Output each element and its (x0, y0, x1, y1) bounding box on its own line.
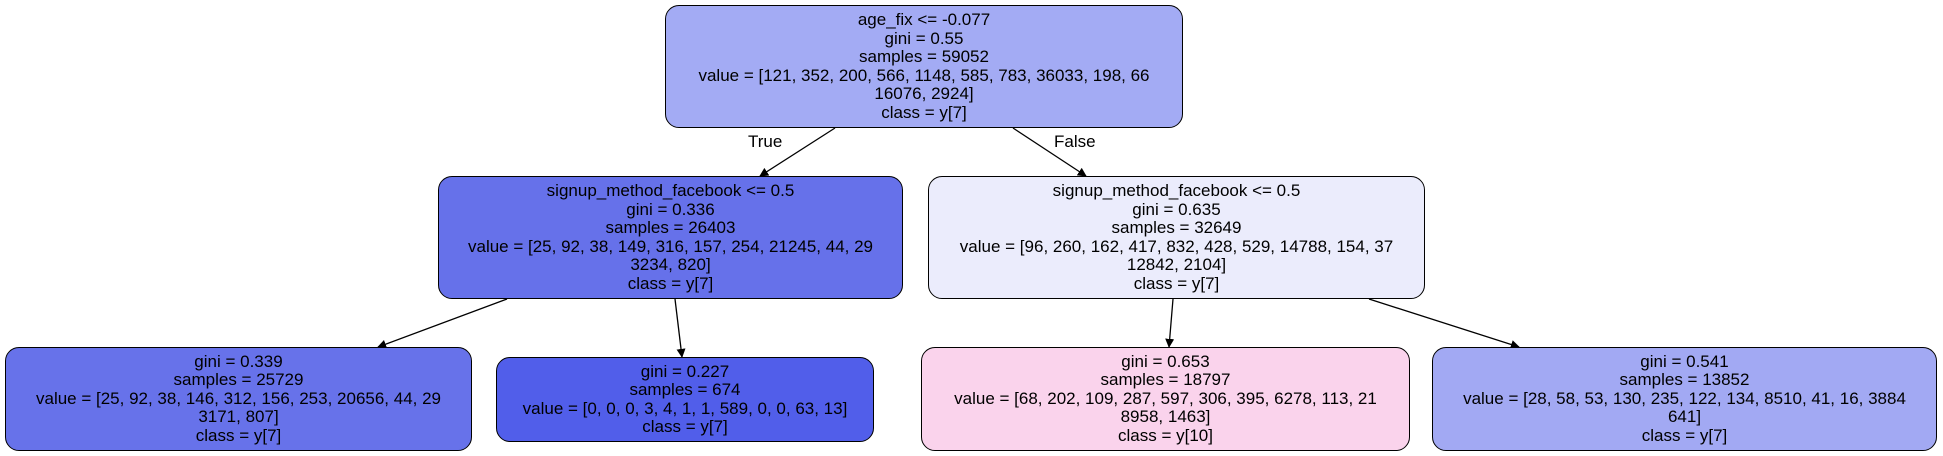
edge-left-to-ll (377, 298, 508, 349)
tree-node-right: signup_method_facebook <= 0.5 gini = 0.6… (928, 176, 1425, 299)
leaf-right-left-samples: samples = 18797 (1100, 370, 1231, 390)
node-right-value: value = [96, 260, 162, 417, 832, 428, 52… (959, 236, 1394, 256)
edge-right-to-rl (1165, 298, 1175, 348)
tree-leaf-right-left: gini = 0.653 samples = 18797 value = [68… (921, 347, 1410, 451)
node-root-value: value = [121, 352, 200, 566, 1148, 585, … (698, 65, 1150, 85)
leaf-left-right-class: class = y[7] (642, 417, 728, 436)
node-root-samples: samples = 59052 (859, 47, 989, 66)
leaf-right-right-class: class = y[7] (1641, 425, 1728, 445)
leaf-right-left-gini: gini = 0.653 (1121, 351, 1210, 371)
node-root-split-rule: age_fix <= -0.077 (857, 10, 991, 29)
leaf-right-left-class: class = y[10] (1118, 425, 1213, 445)
node-right-split-rule: signup_method_facebook <= 0.5 (1052, 181, 1301, 200)
node-root-gini: gini = 0.55 (884, 28, 964, 48)
tree-leaf-right-right: gini = 0.541 samples = 13852 value = [28… (1432, 347, 1937, 451)
edge-left-to-lr (674, 298, 686, 358)
node-right-gini: gini = 0.635 (1132, 199, 1221, 219)
tree-node-root: age_fix <= -0.077 gini = 0.55 samples = … (665, 5, 1183, 128)
tree-leaf-left-right: gini = 0.227 samples = 674 value = [0, 0… (496, 357, 874, 442)
node-left-split-rule: signup_method_facebook <= 0.5 (546, 181, 795, 200)
leaf-right-left-value: value = [68, 202, 109, 287, 597, 306, 39… (954, 388, 1377, 408)
node-right-class: class = y[7] (1133, 273, 1220, 293)
leaf-left-left-value-cont: 3171, 807] (198, 407, 279, 427)
node-right-value-cont: 12842, 2104] (1126, 255, 1227, 274)
node-left-gini: gini = 0.336 (626, 199, 715, 219)
leaf-right-right-value: value = [28, 58, 53, 130, 235, 122, 134,… (1463, 388, 1906, 408)
node-left-value: value = [25, 92, 38, 149, 316, 157, 254,… (467, 236, 874, 256)
leaf-left-left-class: class = y[7] (195, 425, 282, 445)
leaf-left-right-samples: samples = 674 (629, 380, 741, 399)
node-root-value-cont: 16076, 2924] (874, 84, 974, 103)
edge-right-to-rr (1368, 298, 1520, 349)
tree-leaf-left-left: gini = 0.339 samples = 25729 value = [25… (5, 347, 472, 451)
leaf-right-left-value-cont: 8958, 1463] (1120, 407, 1211, 427)
tree-node-left: signup_method_facebook <= 0.5 gini = 0.3… (438, 176, 903, 299)
edge-label-true: True (748, 132, 783, 151)
node-right-samples: samples = 32649 (1111, 218, 1242, 237)
node-left-value-cont: 3234, 820] (630, 255, 711, 274)
node-left-samples: samples = 26403 (605, 218, 736, 237)
leaf-right-right-samples: samples = 13852 (1619, 370, 1750, 390)
leaf-right-right-value-cont: 641] (1667, 407, 1702, 427)
node-left-class: class = y[7] (627, 273, 714, 293)
leaf-left-right-value: value = [0, 0, 0, 3, 4, 1, 1, 589, 0, 0,… (522, 398, 848, 418)
leaf-left-right-gini: gini = 0.227 (640, 361, 730, 381)
leaf-left-left-value: value = [25, 92, 38, 146, 312, 156, 253,… (35, 388, 442, 408)
leaf-left-left-samples: samples = 25729 (173, 370, 304, 390)
node-root-class: class = y[7] (881, 102, 967, 122)
leaf-right-right-gini: gini = 0.541 (1640, 351, 1729, 371)
leaf-left-left-gini: gini = 0.339 (194, 351, 283, 371)
edge-label-false: False (1054, 132, 1096, 151)
